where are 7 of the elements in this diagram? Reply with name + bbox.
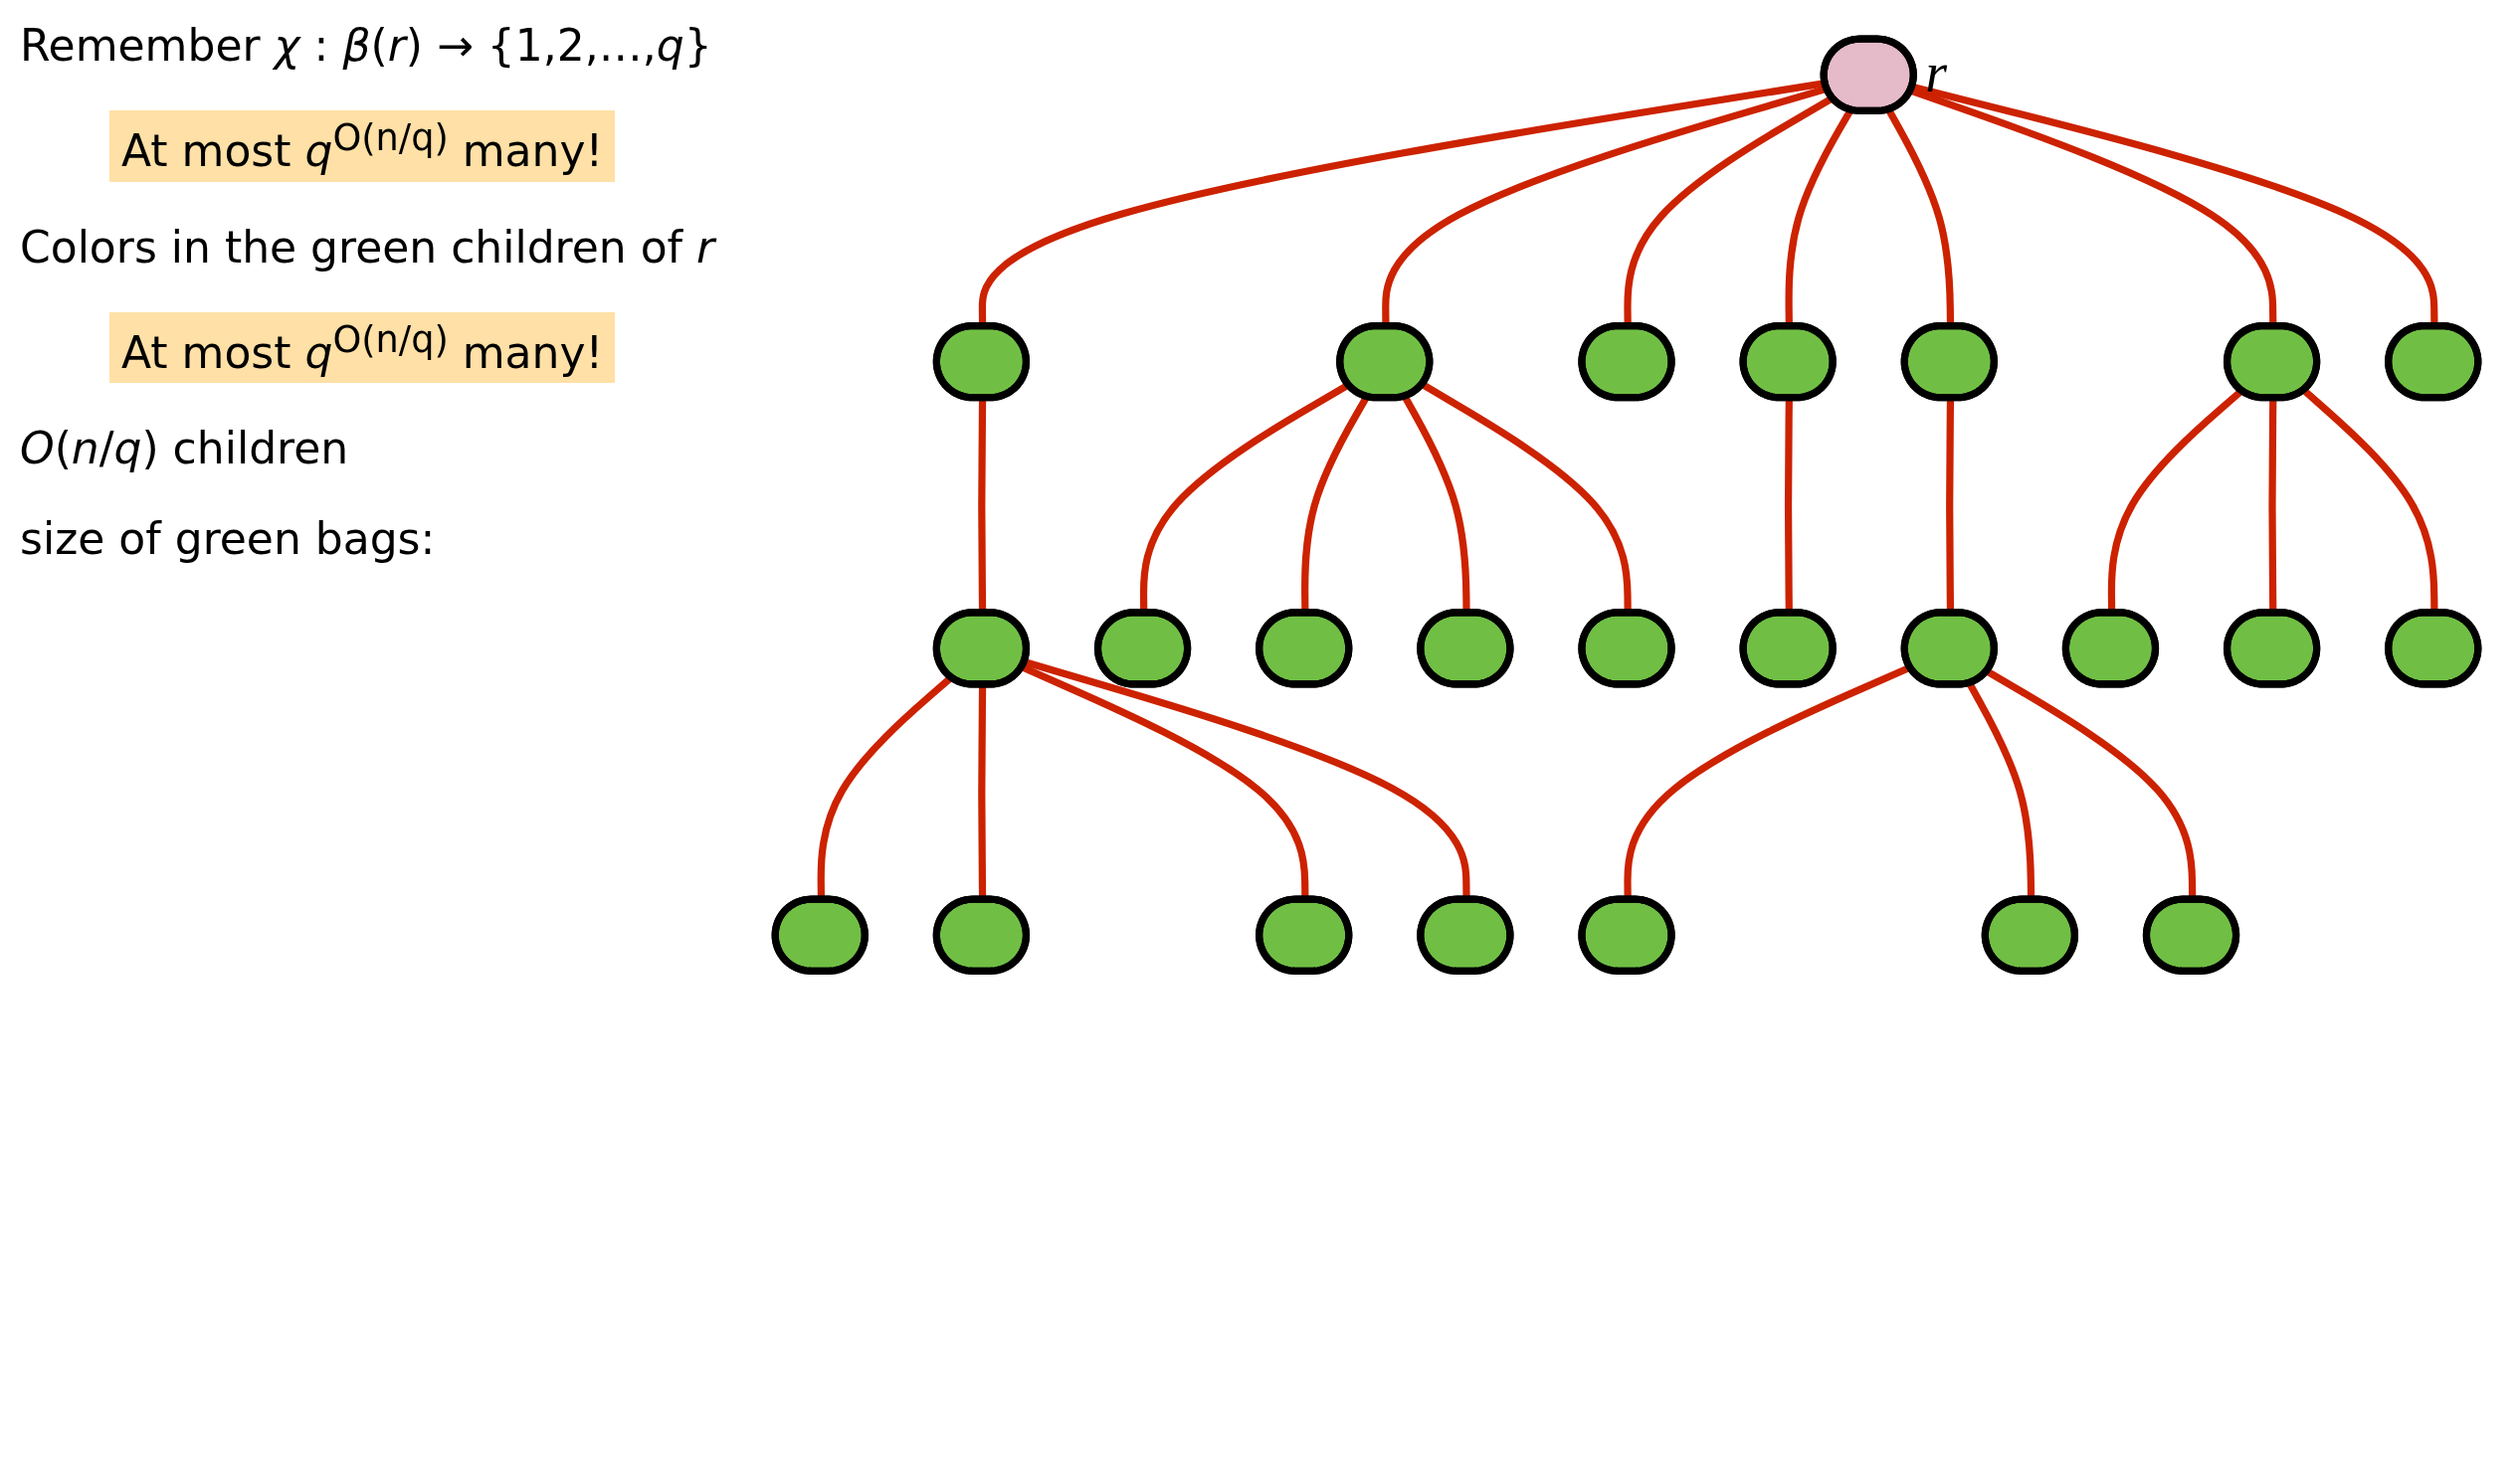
note-text: Colors in the green children of r <box>20 221 715 273</box>
highlight-note: At most q$^{O(n/q)}$ many! <box>109 110 616 182</box>
note-text: O(n/q) children <box>20 423 349 474</box>
note-text: Remember χ : β(r) → {1,2,…,q} <box>20 20 712 71</box>
highlight-note: At most q$^{O(n/q)}$ many! <box>109 311 616 384</box>
note-text: size of green bags: <box>20 513 436 565</box>
node-label: r <box>1925 41 1948 105</box>
